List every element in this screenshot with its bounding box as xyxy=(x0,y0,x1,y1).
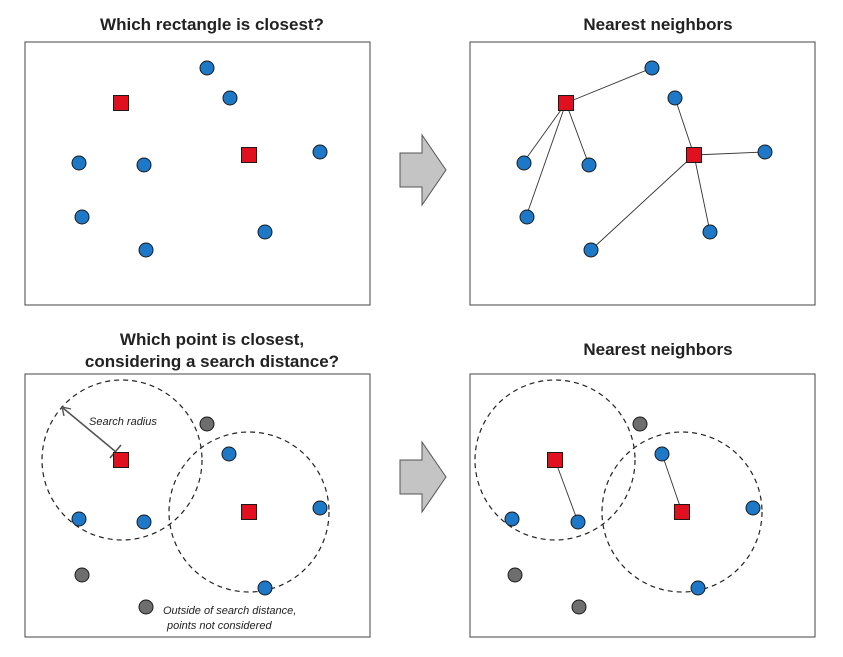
search-radius-circle xyxy=(41,379,203,541)
target-square xyxy=(674,504,690,520)
neighbor-link xyxy=(565,67,653,104)
target-square xyxy=(113,95,129,111)
search-radius-circle xyxy=(601,431,763,593)
search-radius-circle xyxy=(474,379,636,541)
excluded-point xyxy=(199,416,215,432)
point xyxy=(654,446,670,462)
point xyxy=(690,580,706,596)
excluded-point xyxy=(74,567,90,583)
radius-arrowhead-icon xyxy=(61,406,72,417)
target-square xyxy=(241,504,257,520)
neighbor-link xyxy=(590,154,695,251)
point xyxy=(138,242,154,258)
panel-frame xyxy=(469,373,816,638)
point xyxy=(71,511,87,527)
search-radius-indicator xyxy=(61,406,122,459)
neighbor-link xyxy=(693,154,711,233)
neighbor-links xyxy=(522,67,766,251)
panel-title-bottom-left-line1: Which point is closest, xyxy=(120,330,304,349)
panel-frame xyxy=(469,41,816,306)
point xyxy=(583,242,599,258)
neighbor-link xyxy=(525,102,567,218)
excluded-point xyxy=(138,599,154,615)
panel-top-left: Which rectangle is closest? xyxy=(24,15,371,306)
panel-frame xyxy=(24,373,371,638)
point xyxy=(312,144,328,160)
point xyxy=(257,224,273,240)
panel-title-top-right: Nearest neighbors xyxy=(583,15,732,34)
panel-frame xyxy=(24,41,371,306)
search-radius-circle xyxy=(168,431,330,593)
panel-top-right: Nearest neighbors xyxy=(469,15,816,306)
point xyxy=(702,224,718,240)
point xyxy=(312,500,328,516)
target-square xyxy=(558,95,574,111)
right-arrow-icon xyxy=(399,440,447,514)
target-square xyxy=(547,452,563,468)
target-square xyxy=(241,147,257,163)
point xyxy=(257,580,273,596)
point xyxy=(136,514,152,530)
point xyxy=(757,144,773,160)
point xyxy=(519,209,535,225)
point xyxy=(136,157,152,173)
search-radius-label: Search radius xyxy=(89,416,157,428)
point xyxy=(745,500,761,516)
neighbor-link xyxy=(693,151,766,156)
target-square xyxy=(113,452,129,468)
point xyxy=(581,157,597,173)
point xyxy=(516,155,532,171)
point xyxy=(221,446,237,462)
point xyxy=(570,514,586,530)
target-square xyxy=(686,147,702,163)
point xyxy=(71,155,87,171)
panel-bottom-left: Which point is closest, considering a se… xyxy=(24,330,371,638)
point xyxy=(667,90,683,106)
radius-end-tick xyxy=(109,444,122,459)
excluded-point xyxy=(507,567,523,583)
neighbor-link xyxy=(565,102,590,166)
right-arrow-icon xyxy=(399,133,447,207)
neighbor-link xyxy=(554,459,579,523)
outside-note-line1: Outside of search distance, xyxy=(163,605,296,617)
point xyxy=(74,209,90,225)
neighbor-link xyxy=(661,453,683,513)
outside-note-line2: points not considered xyxy=(166,620,272,632)
point xyxy=(644,60,660,76)
point xyxy=(199,60,215,76)
excluded-point xyxy=(632,416,648,432)
radius-line xyxy=(62,407,117,453)
panel-title-bottom-right: Nearest neighbors xyxy=(583,340,732,359)
panel-title-bottom-left-line2: considering a search distance? xyxy=(85,352,339,371)
neighbor-links xyxy=(554,453,683,523)
panel-bottom-right: Nearest neighbors xyxy=(469,340,816,638)
neighbor-link xyxy=(674,97,695,156)
neighbor-link xyxy=(522,102,567,164)
point xyxy=(222,90,238,106)
point xyxy=(504,511,520,527)
panel-title-top-left: Which rectangle is closest? xyxy=(100,15,324,34)
excluded-point xyxy=(571,599,587,615)
